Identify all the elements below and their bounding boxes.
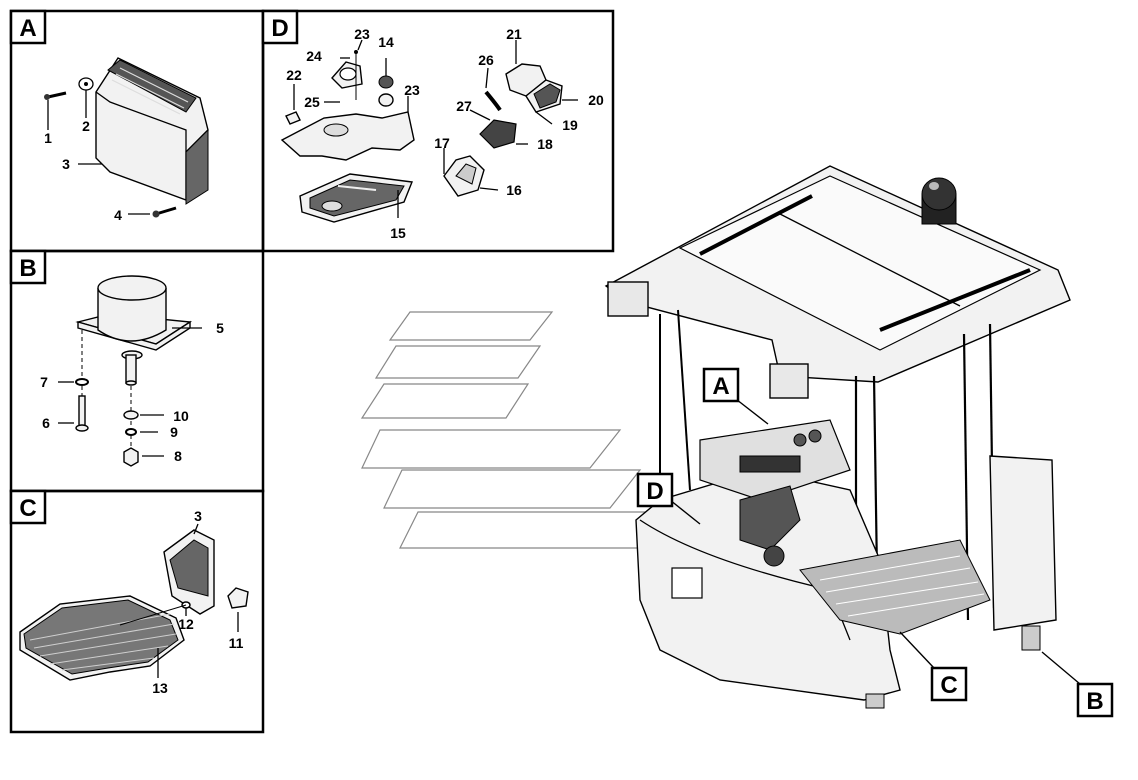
- part-label-15: 15: [390, 225, 406, 241]
- section-c-tag: C: [9, 489, 47, 525]
- part-label-6: 6: [42, 415, 50, 431]
- svg-text:B: B: [1086, 688, 1103, 715]
- callout-c: C: [930, 666, 968, 702]
- panel-b-drawing: [58, 275, 202, 467]
- svg-text:C: C: [940, 672, 957, 699]
- part-label-3-c: 3: [194, 508, 202, 524]
- part-label-23-right: 23: [404, 82, 420, 98]
- part-label-11: 11: [229, 635, 244, 651]
- part-label-9: 9: [170, 424, 178, 440]
- cab-drawing: [360, 165, 1081, 709]
- part-label-22: 22: [286, 67, 302, 83]
- svg-text:A: A: [712, 373, 729, 400]
- svg-text:B: B: [19, 255, 36, 282]
- part-label-17: 17: [434, 135, 450, 151]
- callout-b: B: [1076, 682, 1114, 718]
- part-label-16: 16: [506, 182, 522, 198]
- svg-text:D: D: [271, 15, 288, 42]
- part-label-24: 24: [306, 48, 322, 64]
- panel-a-drawing: [44, 57, 209, 218]
- panel-c-frame: [9, 489, 265, 734]
- panel-d-drawing: [280, 39, 578, 223]
- svg-text:D: D: [646, 478, 663, 505]
- part-label-25: 25: [304, 94, 320, 110]
- callout-a: A: [702, 367, 740, 403]
- part-label-2: 2: [82, 118, 90, 134]
- svg-text:C: C: [19, 495, 36, 522]
- part-label-19: 19: [562, 117, 578, 133]
- callout-d: D: [636, 472, 674, 508]
- part-label-27: 27: [456, 98, 472, 114]
- part-label-10: 10: [173, 408, 189, 424]
- section-a-tag: A: [9, 9, 47, 45]
- part-label-26: 26: [478, 52, 494, 68]
- part-label-1: 1: [44, 130, 52, 146]
- svg-text:A: A: [19, 15, 36, 42]
- section-d-tag: D: [261, 9, 299, 45]
- part-label-4: 4: [114, 207, 122, 223]
- part-label-18: 18: [537, 136, 553, 152]
- watermark-logo: [360, 311, 682, 549]
- part-label-20: 20: [588, 92, 604, 108]
- part-label-12: 12: [178, 616, 194, 632]
- part-label-3: 3: [62, 156, 70, 172]
- part-label-5: 5: [216, 320, 224, 336]
- section-b-tag: B: [9, 249, 47, 285]
- panel-c-drawing: [19, 523, 249, 681]
- part-label-23-top: 23: [354, 26, 370, 42]
- part-label-7: 7: [40, 374, 48, 390]
- part-label-8: 8: [174, 448, 182, 464]
- part-label-14: 14: [378, 34, 394, 50]
- panel-d-frame: [261, 9, 615, 253]
- part-label-21: 21: [506, 26, 522, 42]
- part-label-13: 13: [152, 680, 168, 696]
